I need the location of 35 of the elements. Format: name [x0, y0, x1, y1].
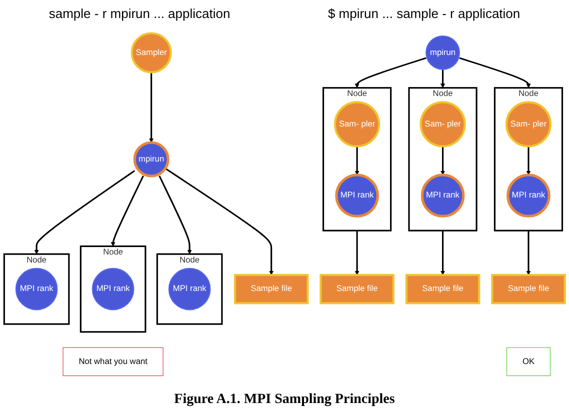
node-box: Sample file [320, 274, 394, 304]
command-line-label: sample - r mpirun ... application [48, 6, 230, 21]
node-circle: MPI rank [420, 174, 465, 218]
node-box: OK [506, 347, 550, 376]
command-line-label: $ mpirun ... sample - r application [328, 6, 520, 21]
arrow [34, 170, 136, 254]
arrow [440, 230, 446, 276]
arrow [459, 57, 531, 88]
node-circle: Sam- pler [420, 101, 466, 148]
arrow [440, 69, 446, 88]
node-circle: MPI rank [15, 268, 58, 310]
node-circle: MPI rank [168, 268, 211, 310]
arrow [110, 176, 144, 246]
node-circle: mpirun [426, 36, 460, 70]
node-circle: MPI rank [335, 174, 379, 218]
node-circle: Sam- pler [505, 101, 552, 148]
node-circle: Sam- pler [334, 101, 380, 148]
arrow [354, 146, 360, 176]
node-circle: MPI rank [92, 268, 134, 310]
arrow [526, 230, 531, 276]
node-circle: mpirun [133, 141, 170, 178]
node-box: Sample file [405, 274, 480, 304]
arrow [149, 72, 154, 143]
arrow [158, 176, 192, 254]
node-box: Not what you want [62, 347, 164, 376]
node-box: Sample file [491, 274, 566, 304]
arrow [526, 146, 531, 176]
arrow [354, 230, 360, 276]
figure-caption: Figure A.1. MPI Sampling Principles [174, 392, 395, 408]
arrow [440, 146, 446, 176]
node-circle: MPI rank [506, 174, 550, 218]
arrow [164, 168, 274, 276]
node-box: Sample file [234, 274, 309, 304]
arrow [354, 57, 426, 88]
node-circle: Sampler [130, 32, 172, 74]
